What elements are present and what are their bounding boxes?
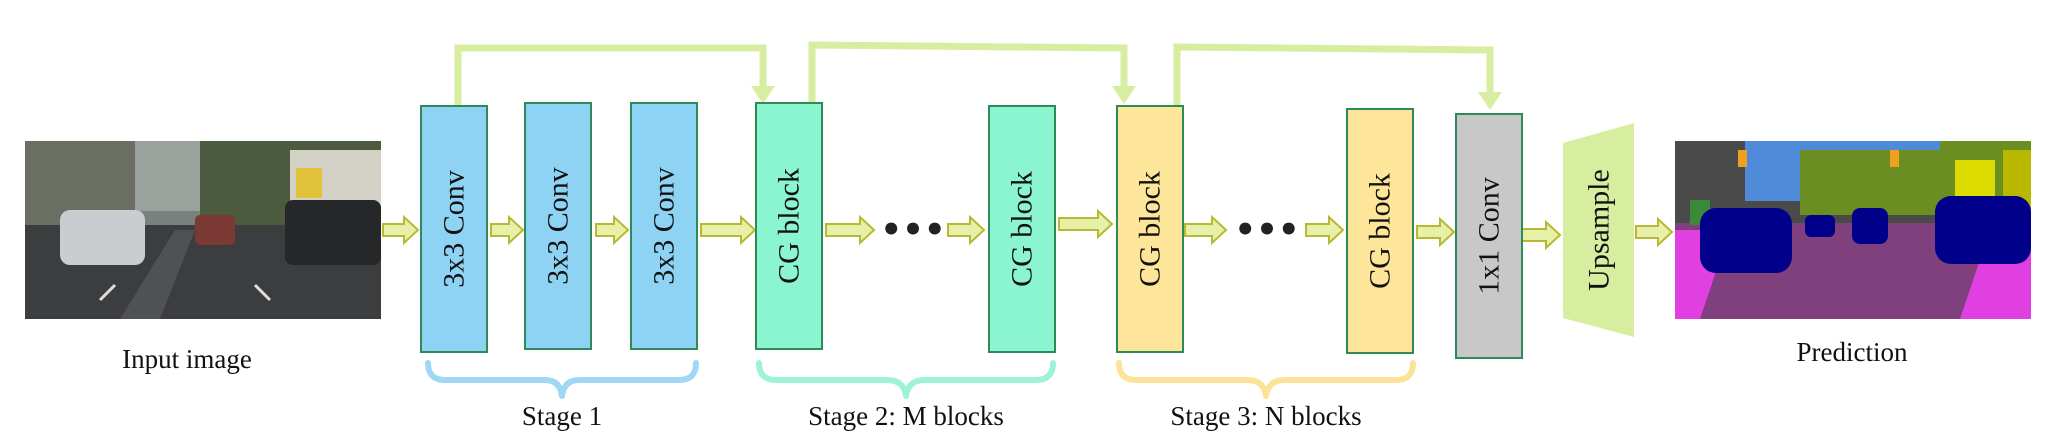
conv1x1-block-label: 1x1 Conv bbox=[1473, 177, 1506, 295]
skip-connection-stage3-to-head bbox=[1173, 43, 1494, 106]
arrow-conv1x1-to-upsample bbox=[1521, 219, 1562, 251]
stage2-cg-block-last: CG block bbox=[988, 105, 1056, 353]
stage2-cg-block-last-label: CG block bbox=[1006, 171, 1039, 287]
upsample-block-label: Upsample bbox=[1583, 169, 1616, 291]
stage1-blocks: 3x3 Conv 3x3 Conv 3x3 Conv bbox=[420, 102, 698, 353]
prediction-image bbox=[1675, 141, 2031, 319]
stage3-ellipsis: ••• bbox=[1234, 210, 1299, 250]
upsample-block: Upsample bbox=[1563, 123, 1634, 337]
stage1-label: Stage 1 bbox=[522, 401, 602, 431]
arrow-ellipsis-to-cg-stage3 bbox=[1305, 214, 1345, 246]
stage2-ellipsis: ••• bbox=[880, 210, 945, 250]
input-image-label: Input image bbox=[122, 344, 252, 374]
stage1-conv-block-3: 3x3 Conv bbox=[630, 102, 698, 350]
arrow-cg-to-ellipsis-stage2 bbox=[825, 214, 876, 246]
stage1-conv-block-1-label: 3x3 Conv bbox=[438, 170, 471, 288]
stage2-cg-block-first: CG block bbox=[755, 102, 823, 350]
input-image bbox=[25, 141, 381, 319]
stage3-cg-block-first-label: CG block bbox=[1134, 171, 1167, 287]
skip-connections bbox=[454, 41, 1502, 110]
arrow-stage2-to-stage3 bbox=[1058, 208, 1114, 240]
stage1-conv-block-1: 3x3 Conv bbox=[420, 105, 488, 353]
arrow-input-to-stage1 bbox=[382, 214, 420, 246]
stage1-conv-block-2: 3x3 Conv bbox=[524, 102, 592, 350]
arrow-stage1-to-stage2 bbox=[700, 214, 757, 246]
stage3-cg-block-last: CG block bbox=[1346, 108, 1414, 354]
stage3-cg-block-last-label: CG block bbox=[1364, 173, 1397, 289]
arrow-conv2-to-conv3 bbox=[595, 214, 630, 246]
stage1-conv-block-2-label: 3x3 Conv bbox=[542, 167, 575, 285]
stage2-cg-block-first-label: CG block bbox=[773, 168, 806, 284]
arrow-stage3-to-conv1x1 bbox=[1416, 216, 1456, 248]
stage3-cg-block-first: CG block bbox=[1116, 105, 1184, 353]
forward-arrows bbox=[382, 208, 1674, 251]
skip-arrowhead-stage3 bbox=[1112, 86, 1136, 104]
arrow-cg-to-ellipsis-stage3 bbox=[1184, 214, 1228, 246]
stage1-brace bbox=[425, 360, 699, 399]
stage1-conv-block-3-label: 3x3 Conv bbox=[648, 167, 681, 285]
skip-arrowhead-head bbox=[1478, 92, 1502, 110]
stage2-blocks: CG block ••• CG block bbox=[755, 102, 1056, 353]
stage3-blocks: CG block ••• CG block bbox=[1116, 105, 1414, 354]
stage3-brace bbox=[1116, 360, 1416, 399]
conv1x1-block: 1x1 Conv bbox=[1455, 113, 1523, 359]
stage2-brace bbox=[756, 360, 1056, 399]
skip-arrowhead-stage2 bbox=[751, 86, 775, 104]
stage3-label: Stage 3: N blocks bbox=[1170, 401, 1361, 431]
arrow-upsample-to-prediction bbox=[1635, 216, 1674, 248]
arrow-ellipsis-to-cg-stage2 bbox=[947, 214, 986, 246]
skip-connection-stage1-to-stage2 bbox=[454, 44, 767, 106]
stage2-label: Stage 2: M blocks bbox=[808, 401, 1004, 431]
skip-connection-stage2-to-stage3 bbox=[808, 41, 1128, 103]
prediction-label: Prediction bbox=[1797, 337, 1908, 367]
arrow-conv1-to-conv2 bbox=[490, 214, 525, 246]
